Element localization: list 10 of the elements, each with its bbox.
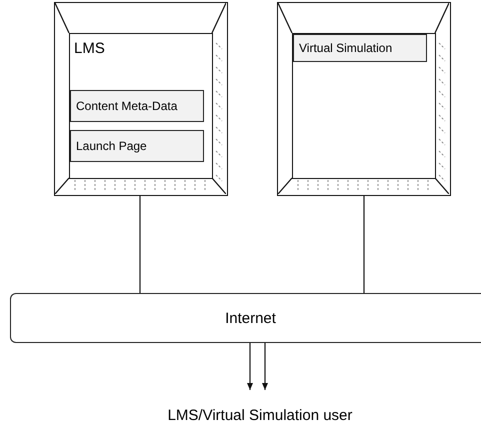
network-band: Internet (10, 293, 481, 343)
component-box: Content Meta-Data (70, 90, 204, 122)
connector-line (139, 196, 141, 293)
connector-line (363, 196, 365, 293)
component-box: Virtual Simulation (293, 34, 427, 62)
arrow (262, 343, 268, 390)
component-box: Launch Page (70, 130, 204, 162)
user-label: LMS/Virtual Simulation user (140, 402, 380, 428)
server-label: LMS (74, 40, 105, 57)
arrow (247, 343, 253, 390)
